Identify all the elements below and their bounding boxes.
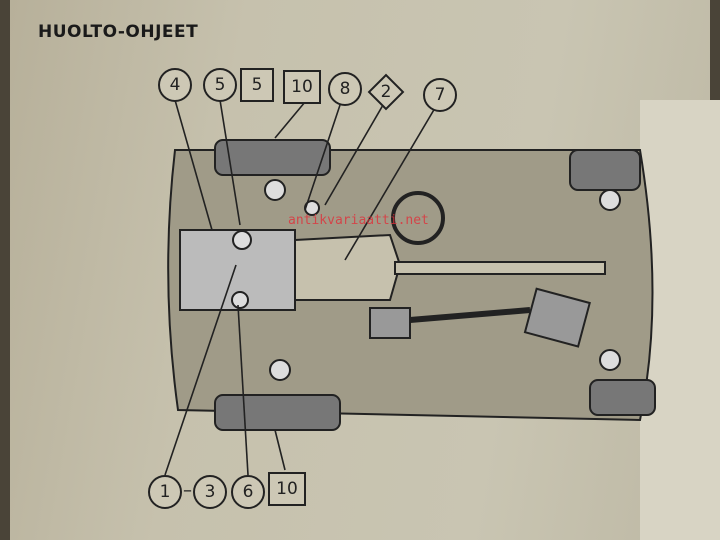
callout-2-diamond: 2 bbox=[369, 75, 403, 109]
callout-5-square: 5 bbox=[240, 68, 274, 102]
muffler-rear bbox=[523, 287, 591, 348]
page-title: HUOLTO-OHJEET bbox=[38, 22, 199, 42]
front-right-tire bbox=[214, 394, 341, 431]
dash: – bbox=[183, 480, 192, 501]
callout-4: 4 bbox=[158, 68, 192, 102]
callout-1: 1 bbox=[148, 475, 182, 509]
car-body-outline bbox=[167, 149, 654, 422]
callout-7: 7 bbox=[423, 78, 457, 112]
callout-3: 3 bbox=[193, 475, 227, 509]
muffler-front bbox=[369, 307, 411, 339]
callout-8: 8 bbox=[328, 72, 362, 106]
rear-right-tire bbox=[589, 379, 656, 416]
rear-left-tire bbox=[569, 149, 641, 191]
leader-lines bbox=[164, 99, 436, 476]
facing-page bbox=[640, 100, 720, 540]
callout-10-top: 10 bbox=[283, 70, 321, 104]
propshaft bbox=[394, 261, 606, 275]
gearbox bbox=[294, 233, 402, 301]
watermark-text: antikvariaatti.net bbox=[288, 213, 429, 228]
front-left-tire bbox=[214, 139, 331, 176]
steering-wheel bbox=[391, 191, 445, 245]
callout-6: 6 bbox=[231, 475, 265, 509]
callout-5-circle: 5 bbox=[203, 68, 237, 102]
callout-10-bottom: 10 bbox=[268, 472, 306, 506]
